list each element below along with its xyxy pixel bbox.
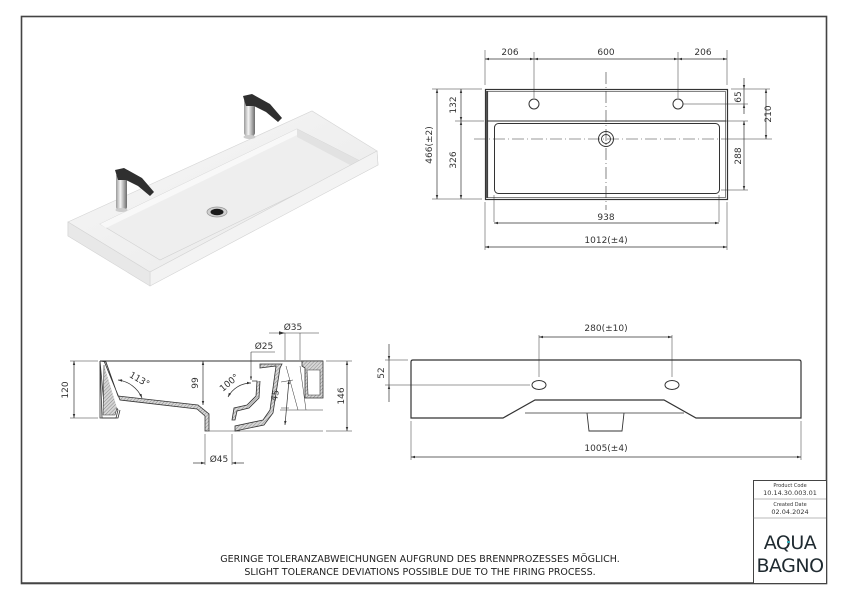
- top-view-labels: 206 600 206 466(±2) 132 326 65 210 288 9…: [425, 48, 774, 246]
- top-view: [432, 50, 772, 250]
- dim-label: 120: [61, 381, 71, 398]
- dim-label: 206: [694, 48, 711, 58]
- dim-label: 326: [449, 151, 459, 168]
- dim-label: 210: [764, 105, 774, 122]
- sheet-border: [20, 15, 828, 585]
- tolerance-note-de: GERINGE TOLERANZABWEICHUNGEN AUFGRUND DE…: [220, 554, 620, 565]
- front-view-labels: 52 280(±10) 1005(±4): [377, 324, 628, 454]
- dim-label: 99: [191, 377, 201, 389]
- product-code-label: Product Code: [773, 483, 806, 489]
- dim-label: 206: [501, 48, 518, 58]
- faucet-icon: [243, 94, 282, 139]
- dim-label: Ø25: [255, 341, 274, 352]
- dim-label: 132: [449, 96, 459, 113]
- dim-label: 600: [597, 48, 614, 58]
- title-block: Product Code 10.14.30.003.01 Created Dat…: [753, 480, 827, 584]
- created-date-value: 02.04.2024: [771, 508, 808, 516]
- dim-label: 52: [377, 367, 387, 378]
- front-view: [385, 335, 802, 460]
- tap-hole-icon: [672, 98, 684, 110]
- dim-label: 280(±10): [584, 324, 627, 334]
- dim-label: 45: [270, 389, 282, 402]
- logo-aqua: AQUA: [764, 532, 817, 554]
- faucet-icon: [115, 168, 154, 212]
- section-view: [70, 332, 352, 465]
- dim-label: Ø45: [210, 454, 229, 465]
- logo-bagno: BAGNO: [756, 555, 823, 577]
- dim-label: 65: [734, 91, 744, 102]
- tap-hole-icon: [531, 380, 547, 390]
- dim-label: 938: [597, 213, 614, 223]
- created-date-label: Created Date: [773, 502, 806, 508]
- angle-label: 113°: [127, 371, 151, 391]
- dim-label: 1005(±4): [584, 444, 627, 454]
- tap-hole-icon: [664, 380, 680, 390]
- angle-label: 100°: [218, 373, 241, 395]
- product-code-value: 10.14.30.003.01: [763, 489, 817, 497]
- dim-label: 288: [734, 147, 744, 164]
- tap-hole-icon: [528, 98, 540, 110]
- basin-render: [67, 94, 379, 287]
- dim-label: 146: [337, 387, 347, 404]
- logo-accent-icon: [787, 541, 790, 543]
- dim-label: 466(±2): [425, 126, 435, 163]
- dim-label: Ø35: [284, 322, 303, 333]
- tolerance-note-en: SLIGHT TOLERANCE DEVIATIONS POSSIBLE DUE…: [244, 567, 595, 578]
- dim-label: 1012(±4): [584, 236, 627, 246]
